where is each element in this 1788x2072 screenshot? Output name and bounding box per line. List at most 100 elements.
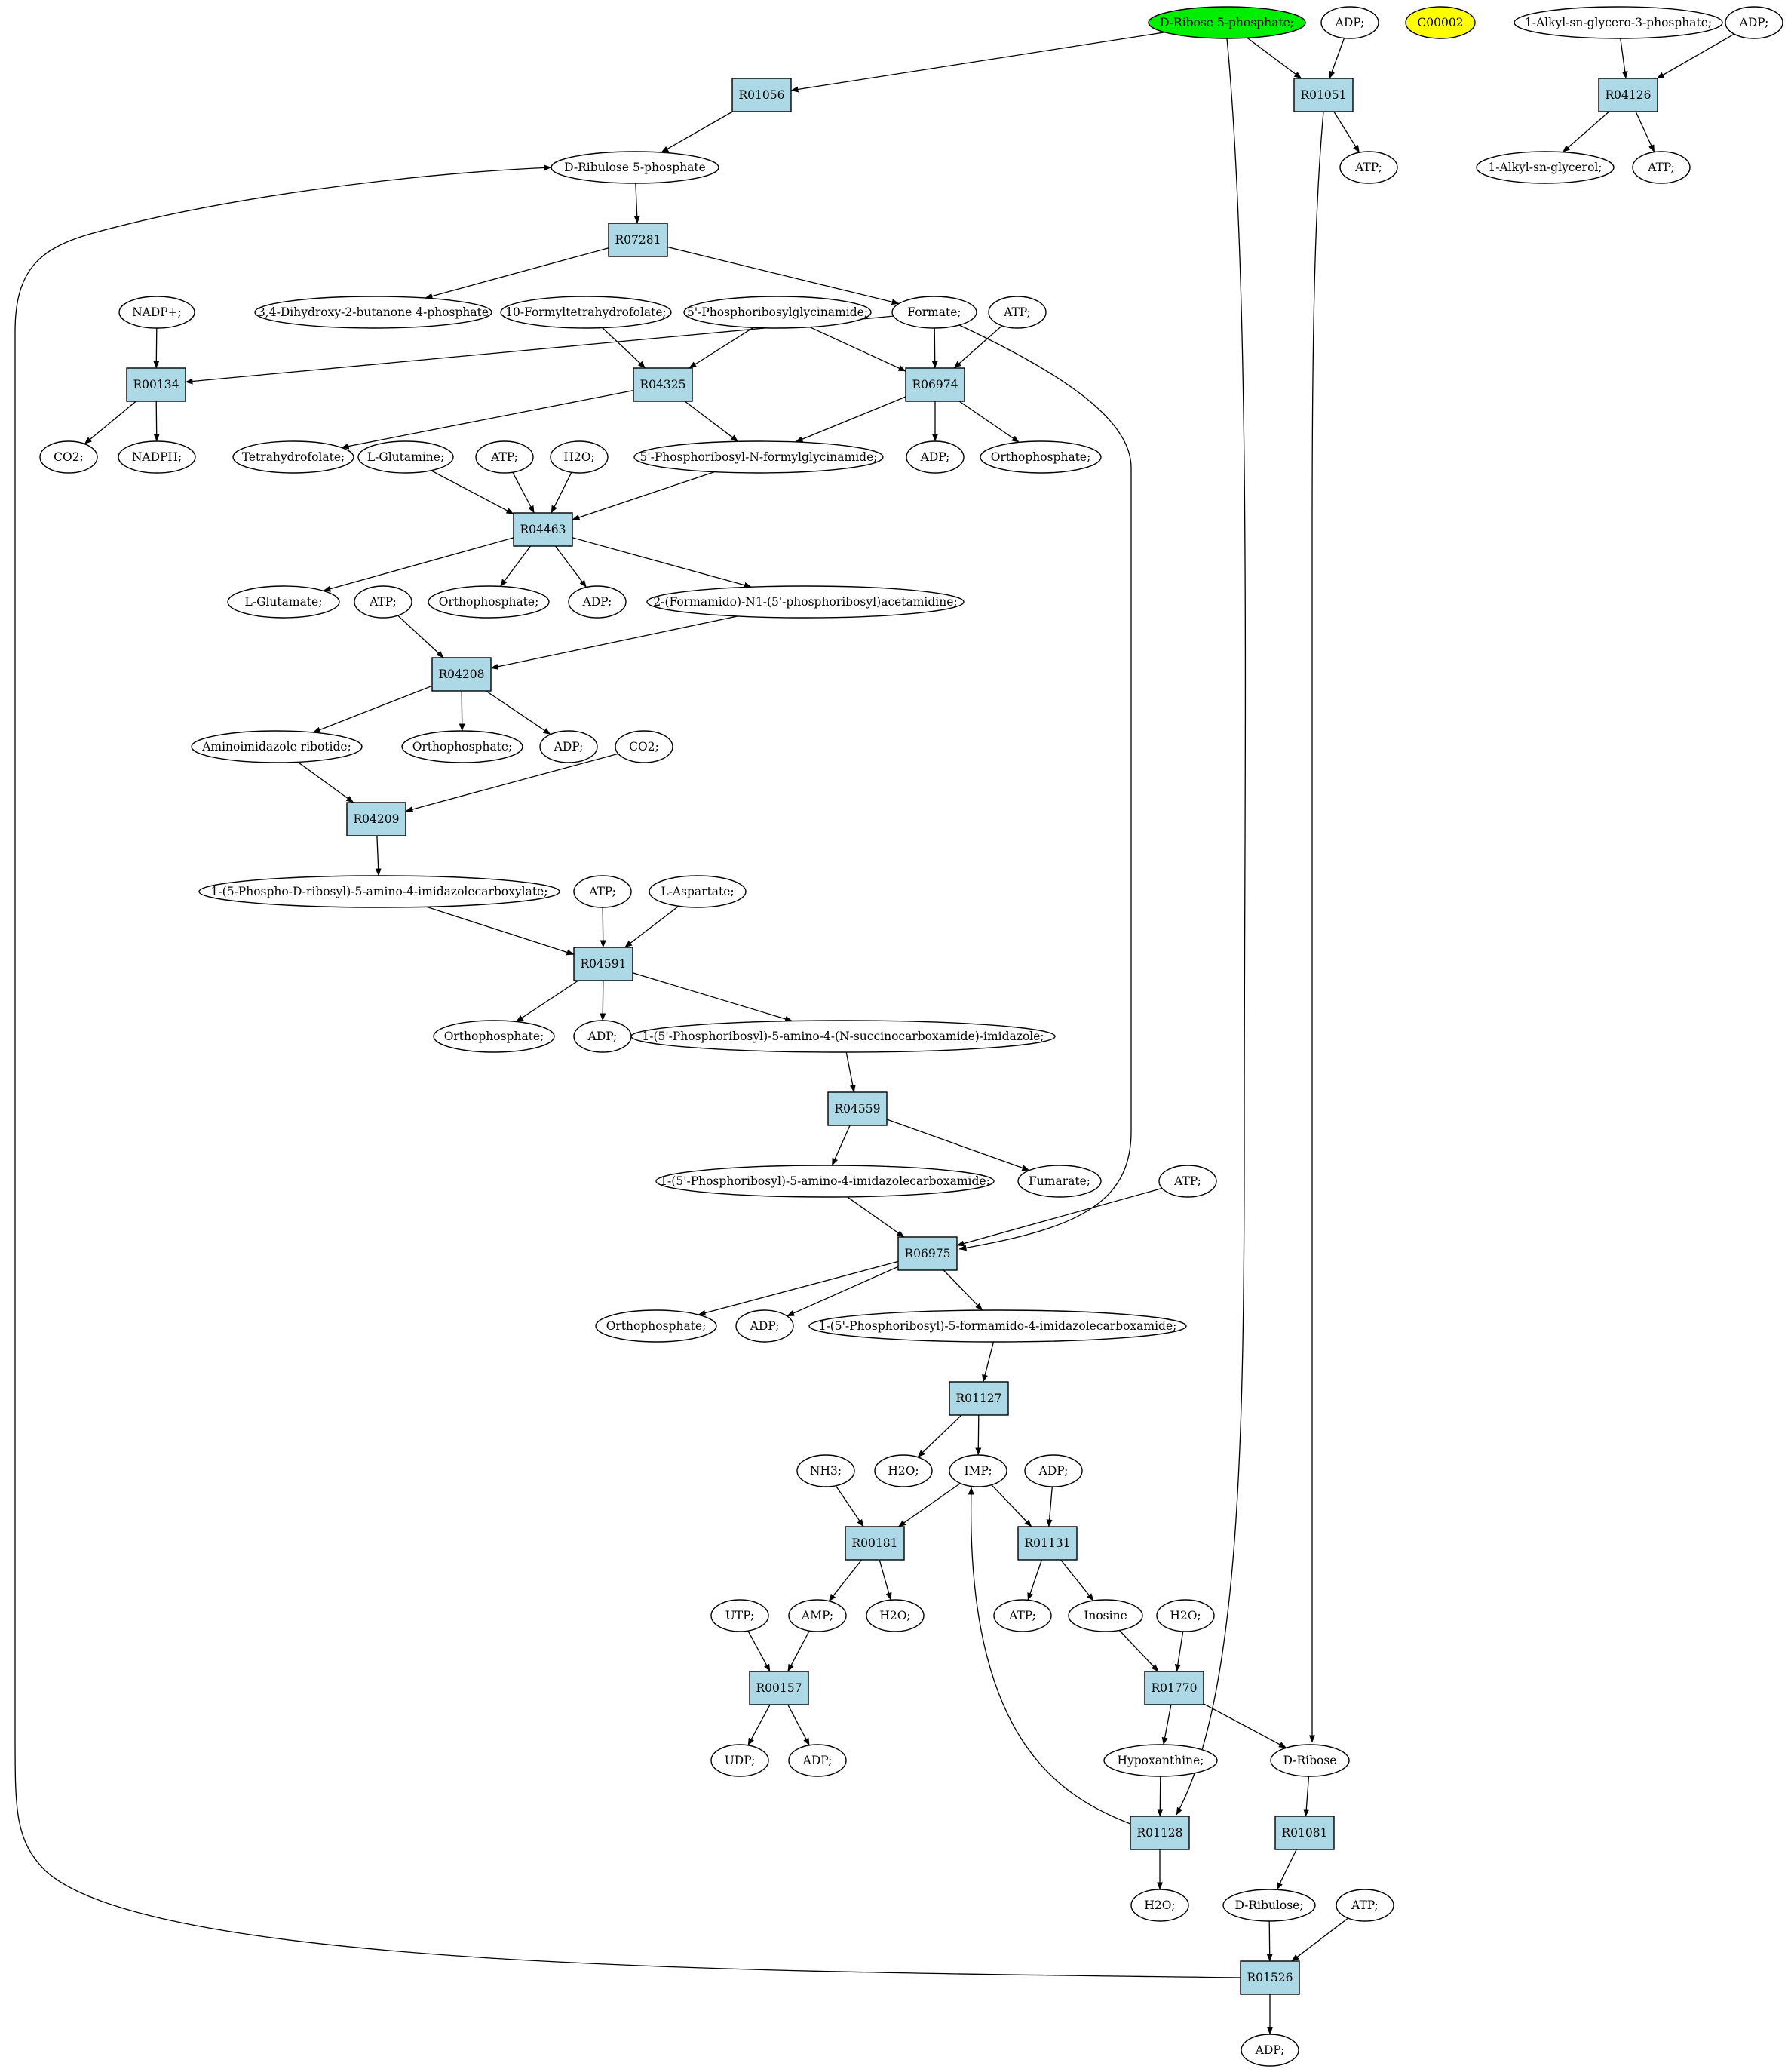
reaction-node-r_R01127[interactable]: R01127 [949, 1381, 1009, 1416]
compound-node-c_h2o_a[interactable]: H2O; [550, 440, 609, 474]
compound-node-c_c00002[interactable]: C00002 [1405, 6, 1476, 39]
compound-ellipse [573, 875, 632, 908]
compound-node-c_alkylg3p[interactable]: 1-Alkyl-sn-glycero-3-phosphate; [1514, 6, 1723, 39]
node-label: 5'-Phosphoribosyl-N-formylglycinamide; [640, 450, 878, 464]
reaction-node-r_R06975[interactable]: R06975 [897, 1236, 958, 1271]
reaction-node-r_R04325[interactable]: R04325 [633, 367, 693, 402]
compound-node-c_pi_d[interactable]: Orthophosphate; [433, 1020, 555, 1053]
compound-node-c_pi_c[interactable]: Orthophosphate; [401, 730, 523, 763]
compound-node-c_fgar[interactable]: 5'-Phosphoribosyl-N-formylglycinamide; [633, 440, 884, 474]
compound-node-c_faicar[interactable]: 1-(5'-Phosphoribosyl)-5-formamido-4-imid… [808, 1309, 1187, 1343]
node-label: H2O; [1144, 1899, 1175, 1912]
compound-node-c_atp_h[interactable]: ATP; [993, 1599, 1052, 1632]
compound-node-c_h2o_d[interactable]: H2O; [1156, 1599, 1215, 1632]
reaction-node-r_R01128[interactable]: R01128 [1130, 1816, 1190, 1850]
compound-node-c_atp_d[interactable]: ATP; [475, 440, 534, 474]
compound-ellipse [118, 440, 196, 474]
compound-node-c_adp_a[interactable]: ADP; [1320, 6, 1379, 39]
compound-node-c_adp_b[interactable]: ADP; [1725, 6, 1783, 39]
edge-c_alkylg3p-to-r_R04126 [1620, 38, 1628, 79]
compound-node-c_atp_c[interactable]: ATP; [988, 296, 1047, 329]
reaction-node-r_R06974[interactable]: R06974 [905, 367, 965, 402]
compound-node-c_adp_e[interactable]: ADP; [539, 730, 598, 763]
compound-node-c_dribulose[interactable]: D-Ribulose; [1222, 1889, 1316, 1922]
compound-ellipse [191, 730, 363, 763]
node-label: NADPH; [132, 450, 182, 464]
node-label: 3,4-Dihydroxy-2-butanone 4-phosphate [258, 305, 489, 319]
compound-node-c_nh3[interactable]: NH3; [796, 1454, 855, 1487]
compound-node-c_hypox[interactable]: Hypoxanthine; [1103, 1744, 1218, 1777]
compound-node-c_atp_a[interactable]: ATP; [1339, 151, 1398, 184]
compound-node-c_amp[interactable]: AMP; [788, 1599, 847, 1632]
compound-node-c_imp[interactable]: IMP; [949, 1454, 1007, 1487]
reaction-node-r_R04126[interactable]: R04126 [1598, 78, 1658, 112]
compound-node-c_gar[interactable]: 5'-Phosphoribosylglycinamide; [683, 296, 872, 329]
compound-node-c_atp_g[interactable]: ATP; [1158, 1165, 1217, 1198]
reaction-node-r_R00181[interactable]: R00181 [845, 1526, 905, 1561]
compound-node-c_lglu[interactable]: L-Glutamate; [227, 585, 340, 619]
compound-node-c_thf[interactable]: Tetrahydrofolate; [232, 440, 354, 474]
compound-node-c_nadp[interactable]: NADP+; [118, 296, 195, 329]
compound-node-c_h2o_c[interactable]: H2O; [866, 1599, 925, 1632]
compound-node-c_formate[interactable]: Formate; [891, 296, 977, 329]
compound-node-c_dhbp[interactable]: 3,4-Dihydroxy-2-butanone 4-phosphate [254, 296, 492, 329]
compound-node-c_lgln[interactable]: L-Glutamine; [357, 440, 454, 474]
reaction-node-r_R01131[interactable]: R01131 [1017, 1526, 1078, 1561]
compound-node-c_h2o_b[interactable]: H2O; [874, 1454, 933, 1487]
reaction-node-r_R01056[interactable]: R01056 [731, 78, 792, 112]
compound-node-c_pi_a[interactable]: Orthophosphate; [980, 440, 1102, 474]
reaction-node-r_R01526[interactable]: R01526 [1240, 1960, 1300, 1995]
reaction-node-r_R04463[interactable]: R04463 [513, 512, 573, 547]
edge-c_utp-to-r_R00157 [747, 1630, 771, 1672]
reaction-node-r_R00134[interactable]: R00134 [126, 367, 186, 402]
compound-node-c_co2_a[interactable]: CO2; [39, 440, 98, 474]
node-label: 5'-Phosphoribosylglycinamide; [687, 305, 868, 319]
compound-node-c_co2_b[interactable]: CO2; [615, 730, 673, 763]
compound-node-c_alkylg[interactable]: 1-Alkyl-sn-glycerol; [1476, 151, 1615, 184]
compound-node-c_dribose[interactable]: D-Ribose [1270, 1744, 1350, 1777]
compound-ellipse [1017, 1165, 1102, 1198]
compound-node-c_adp_g[interactable]: ADP; [735, 1309, 794, 1343]
reaction-node-r_R04559[interactable]: R04559 [827, 1091, 888, 1126]
compound-node-c_atp_e[interactable]: ATP; [354, 585, 412, 619]
compound-node-c_adp_f[interactable]: ADP; [573, 1020, 632, 1053]
reaction-node-r_R07281[interactable]: R07281 [608, 223, 668, 257]
compound-node-c_fgam[interactable]: 2-(Formamido)-N1-(5'-phosphoribosyl)acet… [646, 585, 965, 619]
compound-node-c_inosine[interactable]: Inosine [1068, 1599, 1143, 1632]
reaction-node-r_R04209[interactable]: R04209 [346, 802, 406, 836]
compound-node-c_atp_i[interactable]: ATP; [1336, 1889, 1394, 1922]
compound-ellipse [1148, 6, 1306, 39]
compound-node-c_pi_e[interactable]: Orthophosphate; [595, 1309, 717, 1343]
compound-node-c_ribulose5p[interactable]: D-Ribulose 5-phosphate [551, 151, 719, 184]
compound-node-c_adp_j[interactable]: ADP; [1241, 2034, 1299, 2067]
compound-node-c_atp_f[interactable]: ATP; [573, 875, 632, 908]
compound-node-c_h2o_e[interactable]: H2O; [1130, 1889, 1189, 1922]
reaction-node-r_R04208[interactable]: R04208 [431, 657, 492, 692]
compound-node-c_adp_i[interactable]: ADP; [788, 1744, 847, 1777]
reaction-box [1144, 1671, 1204, 1705]
compound-node-c_saicar[interactable]: 1-(5'-Phosphoribosyl)-5-amino-4-(N-succi… [630, 1020, 1056, 1053]
compound-node-c_air[interactable]: Aminoimidazole ribotide; [191, 730, 363, 763]
compound-node-c_adp_h[interactable]: ADP; [1024, 1454, 1083, 1487]
compound-node-c_pi_b[interactable]: Orthophosphate; [428, 585, 550, 619]
compound-node-c_cair[interactable]: 1-(5-Phospho-D-ribosyl)-5-amino-4-imidaz… [198, 875, 560, 908]
compound-node-c_lasp[interactable]: L-Aspartate; [649, 875, 747, 908]
compound-node-c_utp[interactable]: UTP; [710, 1599, 769, 1632]
compound-node-c_atp_b[interactable]: ATP; [1632, 151, 1691, 184]
compound-node-c_adp_d[interactable]: ADP; [568, 585, 627, 619]
compound-node-c_fumarate[interactable]: Fumarate; [1017, 1165, 1102, 1198]
reaction-box [1274, 1816, 1335, 1850]
reaction-node-r_R01051[interactable]: R01051 [1293, 78, 1354, 112]
compound-node-c_rib5p[interactable]: D-Ribose 5-phosphate; [1148, 6, 1306, 39]
compound-node-c_nadph[interactable]: NADPH; [118, 440, 196, 474]
compound-node-c_aicar[interactable]: 1-(5'-Phosphoribosyl)-5-amino-4-imidazol… [655, 1165, 995, 1198]
edge-c_h2o_d-to-r_R01770 [1174, 1631, 1184, 1672]
reaction-node-r_R04591[interactable]: R04591 [573, 947, 633, 981]
compound-node-c_udp[interactable]: UDP; [710, 1744, 769, 1777]
node-label: ATP; [1008, 1609, 1036, 1622]
reaction-node-r_R00157[interactable]: R00157 [749, 1671, 809, 1705]
reaction-node-r_R01770[interactable]: R01770 [1144, 1671, 1204, 1705]
reaction-node-r_R01081[interactable]: R01081 [1274, 1816, 1335, 1850]
compound-node-c_adp_c[interactable]: ADP; [906, 440, 965, 474]
compound-node-c_fthf[interactable]: 10-Formyltetrahydrofolate; [500, 296, 672, 329]
